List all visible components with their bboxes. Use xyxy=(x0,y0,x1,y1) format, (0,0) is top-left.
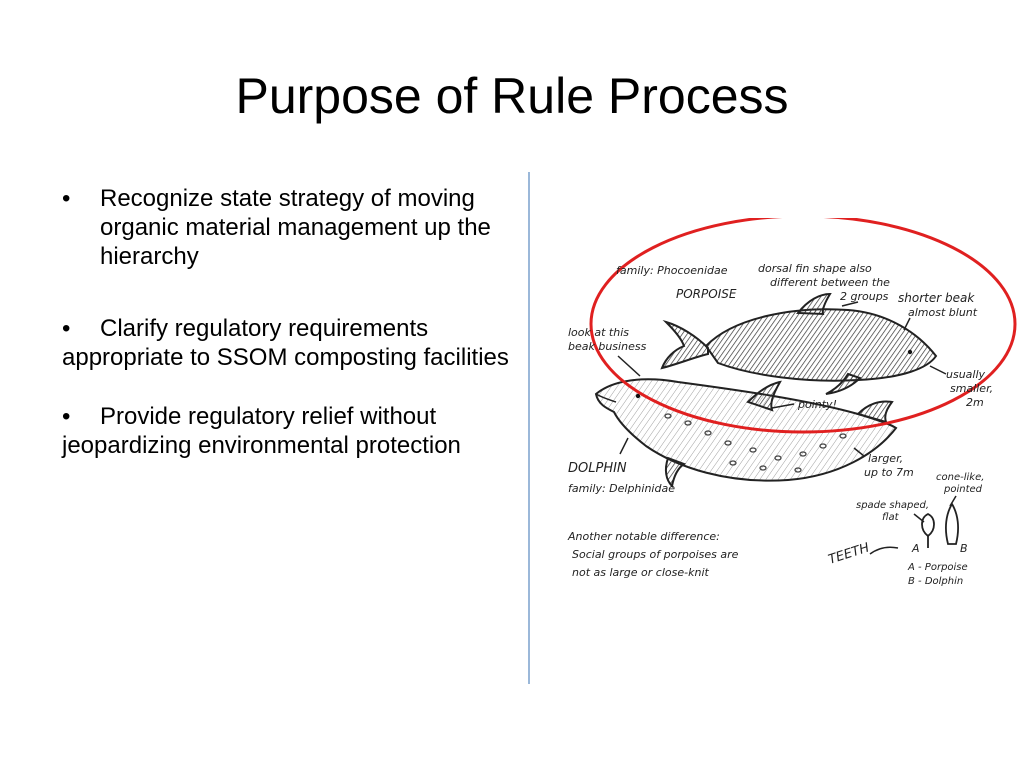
cone-note-2: pointed xyxy=(943,484,983,495)
smaller-note-1: usually xyxy=(946,368,986,381)
beak-note-2: almost blunt xyxy=(908,306,978,319)
tooth-a-label: A xyxy=(911,542,920,555)
bullet-item: • Clarify regulatory requirements xyxy=(62,314,522,343)
difference-note-2: Social groups of porpoises are xyxy=(572,548,739,561)
bullet-list: • Recognize state strategy of moving org… xyxy=(62,184,522,460)
bullet-item: • Provide regulatory relief without xyxy=(62,402,522,431)
bullet-text: Provide regulatory relief without xyxy=(100,403,437,430)
difference-note-3: not as large or close-knit xyxy=(572,566,709,579)
column-divider xyxy=(528,172,530,684)
bullet-dot: • xyxy=(62,315,71,342)
bullet-text: Clarify regulatory requirements xyxy=(100,315,429,342)
spade-note-2: flat xyxy=(882,512,900,523)
dorsal-note-2: different between the xyxy=(770,276,890,289)
dorsal-note-1: dorsal fin shape also xyxy=(758,262,872,275)
difference-note-1: Another notable difference: xyxy=(567,530,720,543)
look-note-2: beak business xyxy=(568,340,647,353)
larger-note-1: larger, xyxy=(868,452,903,465)
bullet-continuation: jeopardizing environmental protection xyxy=(62,432,461,459)
legend-dolphin: B - Dolphin xyxy=(908,576,963,587)
slide-title: Purpose of Rule Process xyxy=(235,68,789,124)
teeth-label: TEETH xyxy=(827,540,872,567)
dolphin-drawing xyxy=(594,378,898,489)
bullet-dot: • xyxy=(62,185,71,212)
bullet-dot: • xyxy=(62,403,71,430)
spade-note-1: spade shaped, xyxy=(856,500,929,511)
smaller-note-2: smaller, xyxy=(950,382,993,395)
smaller-note-3: 2m xyxy=(966,396,984,409)
porpoise-label: PORPOISE xyxy=(676,287,737,301)
legend-porpoise: A - Porpoise xyxy=(907,562,968,573)
look-note-1: look at this xyxy=(568,326,629,339)
dorsal-note-3: 2 groups xyxy=(840,290,889,303)
dolphin-label: DOLPHIN xyxy=(568,461,627,476)
pointy-note: pointy! xyxy=(797,398,837,411)
porpoise-dolphin-illustration: family: Phocoenidae PORPOISE dorsal fin … xyxy=(567,218,1017,587)
porpoise-family-label: family: Phocoenidae xyxy=(616,264,728,277)
porpoise-drawing xyxy=(660,292,938,395)
cone-note-1: cone-like, xyxy=(936,472,984,483)
dolphin-family-label: family: Delphinidae xyxy=(568,482,675,495)
beak-note-1: shorter beak xyxy=(898,291,975,305)
bullet-text: Recognize state strategy of moving organ… xyxy=(100,185,491,270)
bullet-continuation: appropriate to SSOM composting facilitie… xyxy=(62,344,509,371)
highlight-circle xyxy=(589,218,1017,434)
larger-note-2: up to 7m xyxy=(864,466,914,479)
bullet-item: • Recognize state strategy of moving org… xyxy=(62,184,522,271)
tooth-b-label: B xyxy=(960,542,968,555)
annotation-arrows xyxy=(617,301,957,555)
